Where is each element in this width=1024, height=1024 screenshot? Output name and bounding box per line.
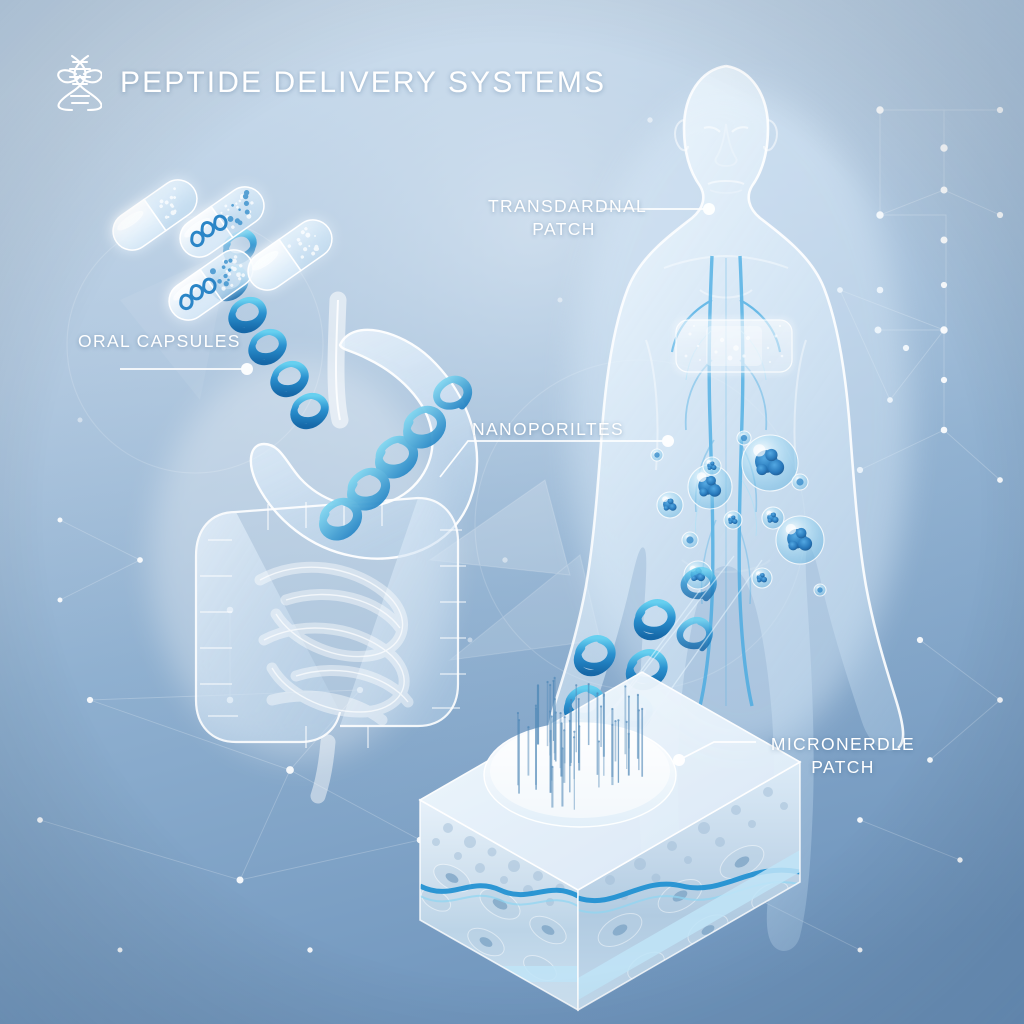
page-title: PEPTIDE DELIVERY SYSTEMS	[120, 66, 606, 100]
callout-label-microneedle-patch: MICRONERDLE PATCH	[762, 733, 924, 779]
title-block: PEPTIDE DELIVERY SYSTEMS	[56, 52, 606, 114]
leader-line-microneedle-patch	[679, 742, 756, 760]
callout-label-oral-capsules: ORAL CAPSULES	[78, 330, 241, 353]
leader-dot-oral-capsules	[241, 363, 253, 375]
dna-helix-icon	[56, 52, 102, 114]
leader-line-nanoparticles	[440, 441, 668, 477]
callout-label-nanoparticles: NANOPORILTES	[472, 418, 624, 441]
leader-dot-nanoparticles	[662, 435, 674, 447]
leader-dot-microneedle-patch	[673, 754, 685, 766]
callout-label-transdermal-patch: TRANSDARDNAL PATCH	[488, 195, 640, 241]
leader-dot-transdermal-patch	[703, 203, 715, 215]
